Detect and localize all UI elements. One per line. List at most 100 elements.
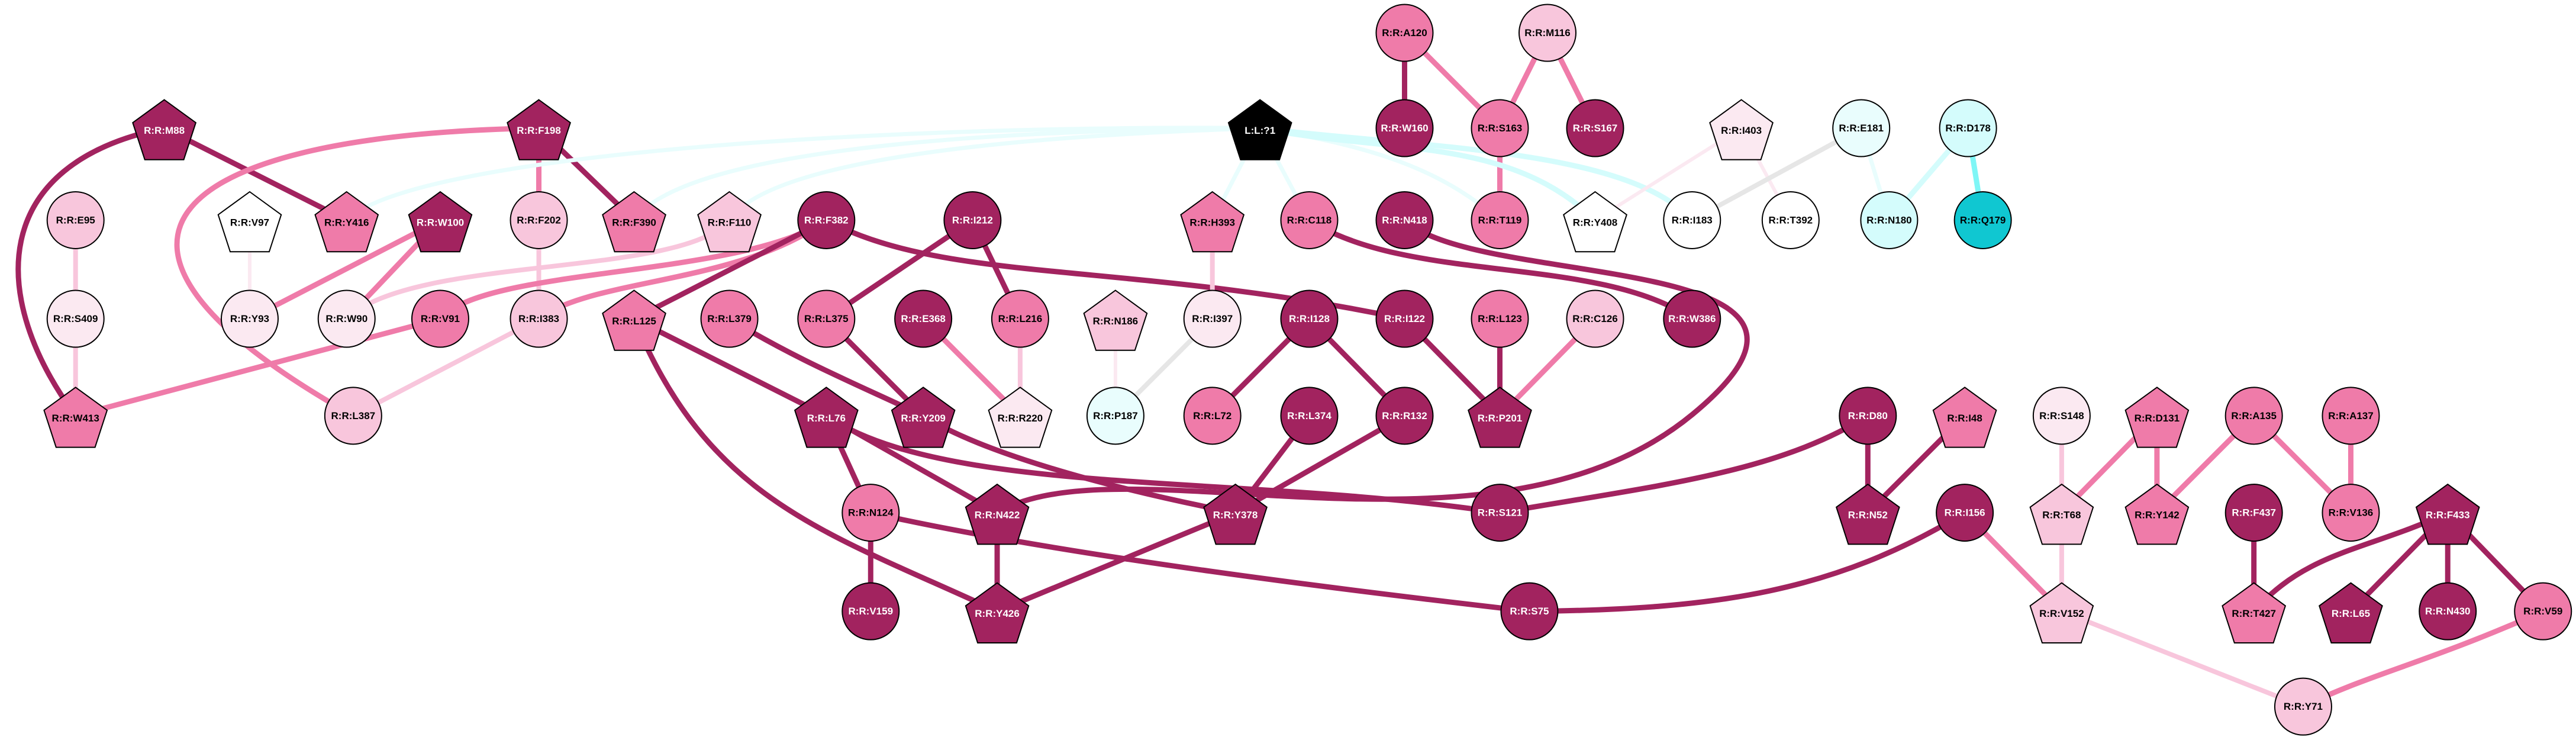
node-w100[interactable]: R:R:W100 [408, 191, 473, 253]
node-f390[interactable]: R:R:F390 [602, 191, 666, 253]
node-s167[interactable]: R:R:S167 [1566, 99, 1624, 157]
pentagon-node-shape [507, 99, 571, 160]
circle-node-shape [991, 289, 1049, 348]
node-r132[interactable]: R:R:R132 [1375, 387, 1434, 445]
node-f198[interactable]: R:R:F198 [507, 99, 571, 160]
node-e368[interactable]: R:R:E368 [894, 289, 953, 348]
node-y426[interactable]: R:R:Y426 [965, 582, 1030, 643]
node-label: R:R:W160 [1381, 123, 1428, 134]
node-i48[interactable]: R:R:I48 [1932, 387, 1997, 448]
node-i212[interactable]: R:R:I212 [943, 191, 1002, 249]
node-n186[interactable]: R:R:N186 [1083, 289, 1148, 351]
node-d178[interactable]: R:R:D178 [1939, 99, 1997, 157]
node-c126[interactable]: R:R:C126 [1566, 289, 1624, 348]
node-v136[interactable]: R:R:V136 [2322, 484, 2380, 542]
node-l216[interactable]: R:R:L216 [991, 289, 1049, 348]
node-n422[interactable]: R:R:N422 [965, 483, 1030, 545]
node-v97[interactable]: R:R:V97 [217, 191, 282, 253]
edge-e181-i183 [1691, 126, 1863, 223]
node-t68[interactable]: R:R:T68 [2029, 483, 2094, 545]
circle-node-shape [2224, 387, 2283, 445]
circle-node-shape [2419, 582, 2477, 641]
node-i128[interactable]: R:R:I128 [1280, 289, 1339, 348]
node-l375[interactable]: R:R:L375 [797, 289, 856, 348]
circle-node-shape [317, 289, 376, 348]
node-l72[interactable]: R:R:L72 [1183, 387, 1242, 445]
node-f110[interactable]: R:R:F110 [697, 191, 762, 253]
node-w386[interactable]: R:R:W386 [1663, 289, 1721, 348]
node-y408[interactable]: R:R:Y408 [1563, 191, 1627, 253]
node-n418[interactable]: R:R:N418 [1375, 191, 1434, 249]
node-m88[interactable]: R:R:M88 [132, 99, 197, 160]
node-n124[interactable]: R:R:N124 [842, 484, 900, 542]
node-s75[interactable]: R:R:S75 [1500, 582, 1559, 641]
node-v159[interactable]: R:R:V159 [842, 582, 900, 641]
node-l379[interactable]: R:R:L379 [700, 289, 759, 348]
node-l387[interactable]: R:R:L387 [324, 387, 382, 445]
node-e95[interactable]: R:R:E95 [46, 191, 105, 249]
node-y71[interactable]: R:R:Y71 [2274, 677, 2332, 736]
node-v59[interactable]: R:R:V59 [2514, 582, 2572, 641]
node-i122[interactable]: R:R:I122 [1375, 289, 1434, 348]
node-w160[interactable]: R:R:W160 [1375, 99, 1434, 157]
node-y209[interactable]: R:R:Y209 [891, 387, 956, 448]
node-d131[interactable]: R:R:D131 [2124, 387, 2190, 448]
node-w413[interactable]: R:R:W413 [43, 387, 108, 448]
node-n52[interactable]: R:R:N52 [1835, 483, 1900, 545]
node-label: R:R:S148 [2039, 410, 2084, 421]
node-n430[interactable]: R:R:N430 [2419, 582, 2477, 641]
node-c118[interactable]: R:R:C118 [1280, 191, 1339, 249]
pentagon-node-shape [1180, 191, 1245, 253]
node-label: R:R:F433 [2426, 510, 2470, 521]
node-p187[interactable]: R:R:P187 [1086, 387, 1144, 445]
node-v91[interactable]: R:R:V91 [411, 289, 469, 348]
node-v152[interactable]: R:R:V152 [2029, 582, 2094, 643]
node-l1[interactable]: L:L:?1 [1227, 99, 1292, 160]
node-t119[interactable]: R:R:T119 [1471, 191, 1529, 249]
node-f202[interactable]: R:R:F202 [510, 191, 568, 249]
node-i156[interactable]: R:R:I156 [1936, 484, 1994, 542]
node-i183[interactable]: R:R:I183 [1663, 191, 1721, 249]
node-n180[interactable]: R:R:N180 [1860, 191, 1919, 249]
node-a135[interactable]: R:R:A135 [2224, 387, 2283, 445]
node-f433[interactable]: R:R:F433 [2415, 483, 2480, 545]
node-p201[interactable]: R:R:P201 [1468, 387, 1532, 448]
node-l123[interactable]: R:R:L123 [1471, 289, 1529, 348]
node-d80[interactable]: R:R:D80 [1839, 387, 1897, 445]
node-a137[interactable]: R:R:A137 [2322, 387, 2380, 445]
pentagon-node-shape [2029, 582, 2094, 643]
node-r220[interactable]: R:R:R220 [988, 387, 1053, 448]
node-label: R:R:V59 [2523, 606, 2562, 617]
node-label: R:R:A137 [2328, 410, 2374, 421]
node-s409[interactable]: R:R:S409 [46, 289, 105, 348]
node-s148[interactable]: R:R:S148 [2032, 387, 2091, 445]
node-i403[interactable]: R:R:I403 [1709, 99, 1774, 160]
pentagon-node-shape [965, 483, 1030, 545]
node-q179[interactable]: R:R:Q179 [1953, 191, 2012, 249]
node-l65[interactable]: R:R:L65 [2319, 582, 2383, 643]
node-l76[interactable]: R:R:L76 [794, 387, 859, 448]
node-y416[interactable]: R:R:Y416 [314, 191, 379, 253]
node-t392[interactable]: R:R:T392 [1761, 191, 1820, 249]
node-y93[interactable]: R:R:Y93 [220, 289, 279, 348]
node-e181[interactable]: R:R:E181 [1832, 99, 1891, 157]
node-s163[interactable]: R:R:S163 [1471, 99, 1529, 157]
node-a120[interactable]: R:R:A120 [1375, 4, 1434, 62]
circle-node-shape [1375, 4, 1434, 62]
node-f437[interactable]: R:R:F437 [2224, 484, 2283, 542]
node-i383[interactable]: R:R:I383 [510, 289, 568, 348]
node-y142[interactable]: R:R:Y142 [2124, 483, 2190, 545]
node-h393[interactable]: R:R:H393 [1180, 191, 1245, 253]
node-f382[interactable]: R:R:F382 [797, 191, 856, 249]
node-l125[interactable]: R:R:L125 [602, 289, 666, 351]
node-label: R:R:E181 [1839, 123, 1884, 134]
circle-node-shape [510, 289, 568, 348]
node-s121[interactable]: R:R:S121 [1471, 484, 1529, 542]
node-l374[interactable]: R:R:L374 [1280, 387, 1339, 445]
circle-node-shape [1832, 99, 1891, 157]
node-w90[interactable]: R:R:W90 [317, 289, 376, 348]
node-i397[interactable]: R:R:I397 [1183, 289, 1242, 348]
node-t427[interactable]: R:R:T427 [2222, 582, 2287, 643]
node-m116[interactable]: R:R:M116 [1518, 4, 1576, 62]
node-y378[interactable]: R:R:Y378 [1203, 483, 1268, 545]
